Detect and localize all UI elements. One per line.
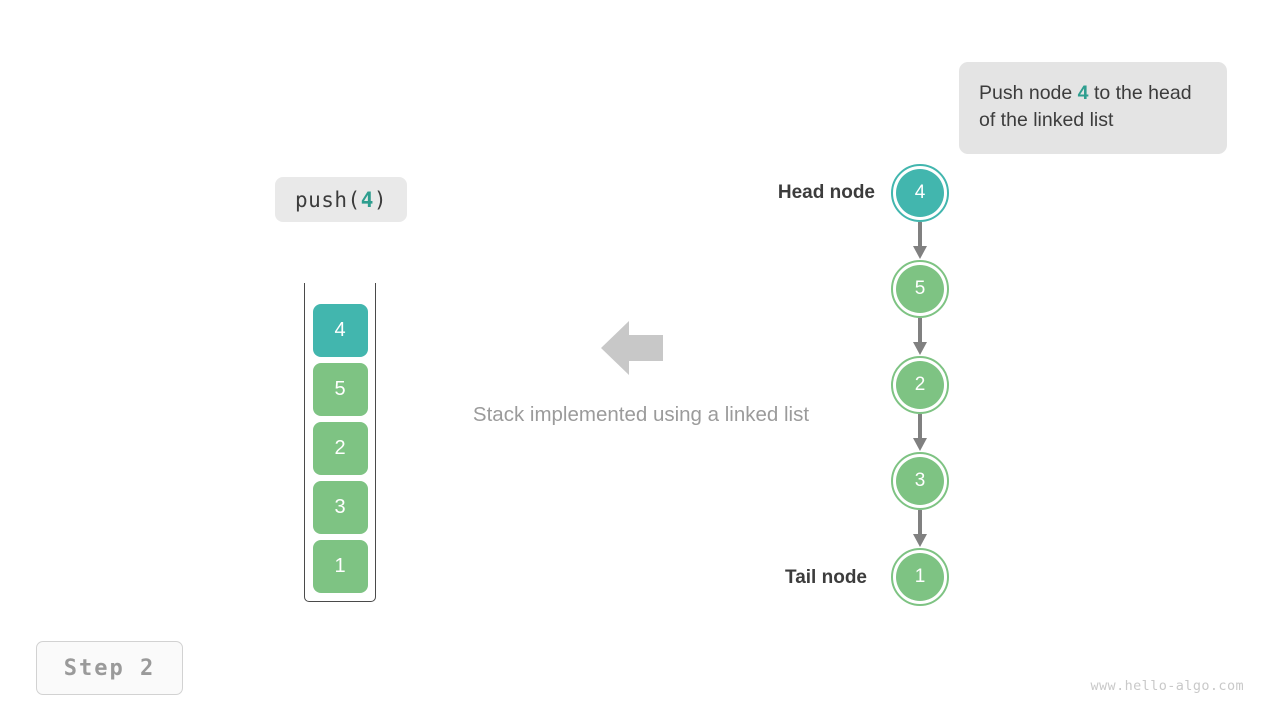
- stack-container: 4 5 2 3 1: [304, 283, 376, 602]
- node-ring: [891, 260, 949, 318]
- node-value: 2: [914, 374, 926, 395]
- stack-cell: 1: [312, 540, 368, 593]
- stack-cell-value: 3: [334, 496, 346, 518]
- stack-cell-value: 4: [334, 319, 346, 341]
- operation-close-paren: ): [373, 187, 388, 212]
- node-core: 2: [896, 361, 944, 409]
- watermark: www.hello-algo.com: [1090, 678, 1244, 694]
- node-value: 4: [914, 182, 926, 203]
- stack-cell: 3: [312, 481, 368, 534]
- node-core: 3: [896, 457, 944, 505]
- caption-box: Push node 4 to the head of the linked li…: [959, 62, 1227, 154]
- middle-caption: Stack implemented using a linked list: [472, 403, 810, 426]
- node-core: 5: [896, 265, 944, 313]
- caption-suffix: to the head of the linked list: [979, 82, 1192, 131]
- node-value: 1: [914, 566, 926, 587]
- stack-container-border: [304, 283, 376, 602]
- node-core: 1: [896, 553, 944, 601]
- operation-chip: push(4): [275, 177, 407, 222]
- connector-arrow-icon: [910, 318, 930, 356]
- operation-open-paren: (: [347, 187, 361, 212]
- stack-cell: 4: [312, 304, 368, 357]
- connector-arrow-icon: [910, 222, 930, 260]
- tail-node-label: Tail node: [785, 567, 867, 588]
- node-ring: [891, 356, 949, 414]
- node-ring: [891, 452, 949, 510]
- left-arrow-icon: [601, 318, 663, 378]
- linked-list-node: 5: [891, 260, 949, 318]
- node-ring: [891, 548, 949, 606]
- head-node-label: Head node: [777, 182, 875, 203]
- node-core: 4: [896, 169, 944, 217]
- operation-argument: 4: [360, 187, 374, 212]
- node-value: 3: [914, 470, 926, 491]
- stack-cell: 5: [312, 363, 368, 416]
- stack-cell-value: 5: [334, 378, 346, 400]
- stack-cell-value: 1: [334, 555, 346, 577]
- linked-list-node: 4: [891, 164, 949, 222]
- stack-cell: 2: [312, 422, 368, 475]
- linked-list-node: 1: [891, 548, 949, 606]
- node-value: 5: [914, 278, 926, 299]
- step-badge: Step 2: [36, 641, 183, 695]
- node-ring: [891, 164, 949, 222]
- caption-prefix: Push node: [979, 82, 1078, 104]
- caption-highlight-value: 4: [1077, 82, 1089, 104]
- linked-list-node: 3: [891, 452, 949, 510]
- linked-list-diagram: Head node Tail node 4 5 2: [700, 60, 1260, 660]
- linked-list-node: 2: [891, 356, 949, 414]
- stack-cell-list: 4 5 2 3 1: [304, 283, 376, 602]
- operation-name: push: [294, 187, 348, 212]
- connector-arrow-icon: [910, 510, 930, 548]
- stack-cell-value: 2: [334, 437, 346, 459]
- connector-arrow-icon: [910, 414, 930, 452]
